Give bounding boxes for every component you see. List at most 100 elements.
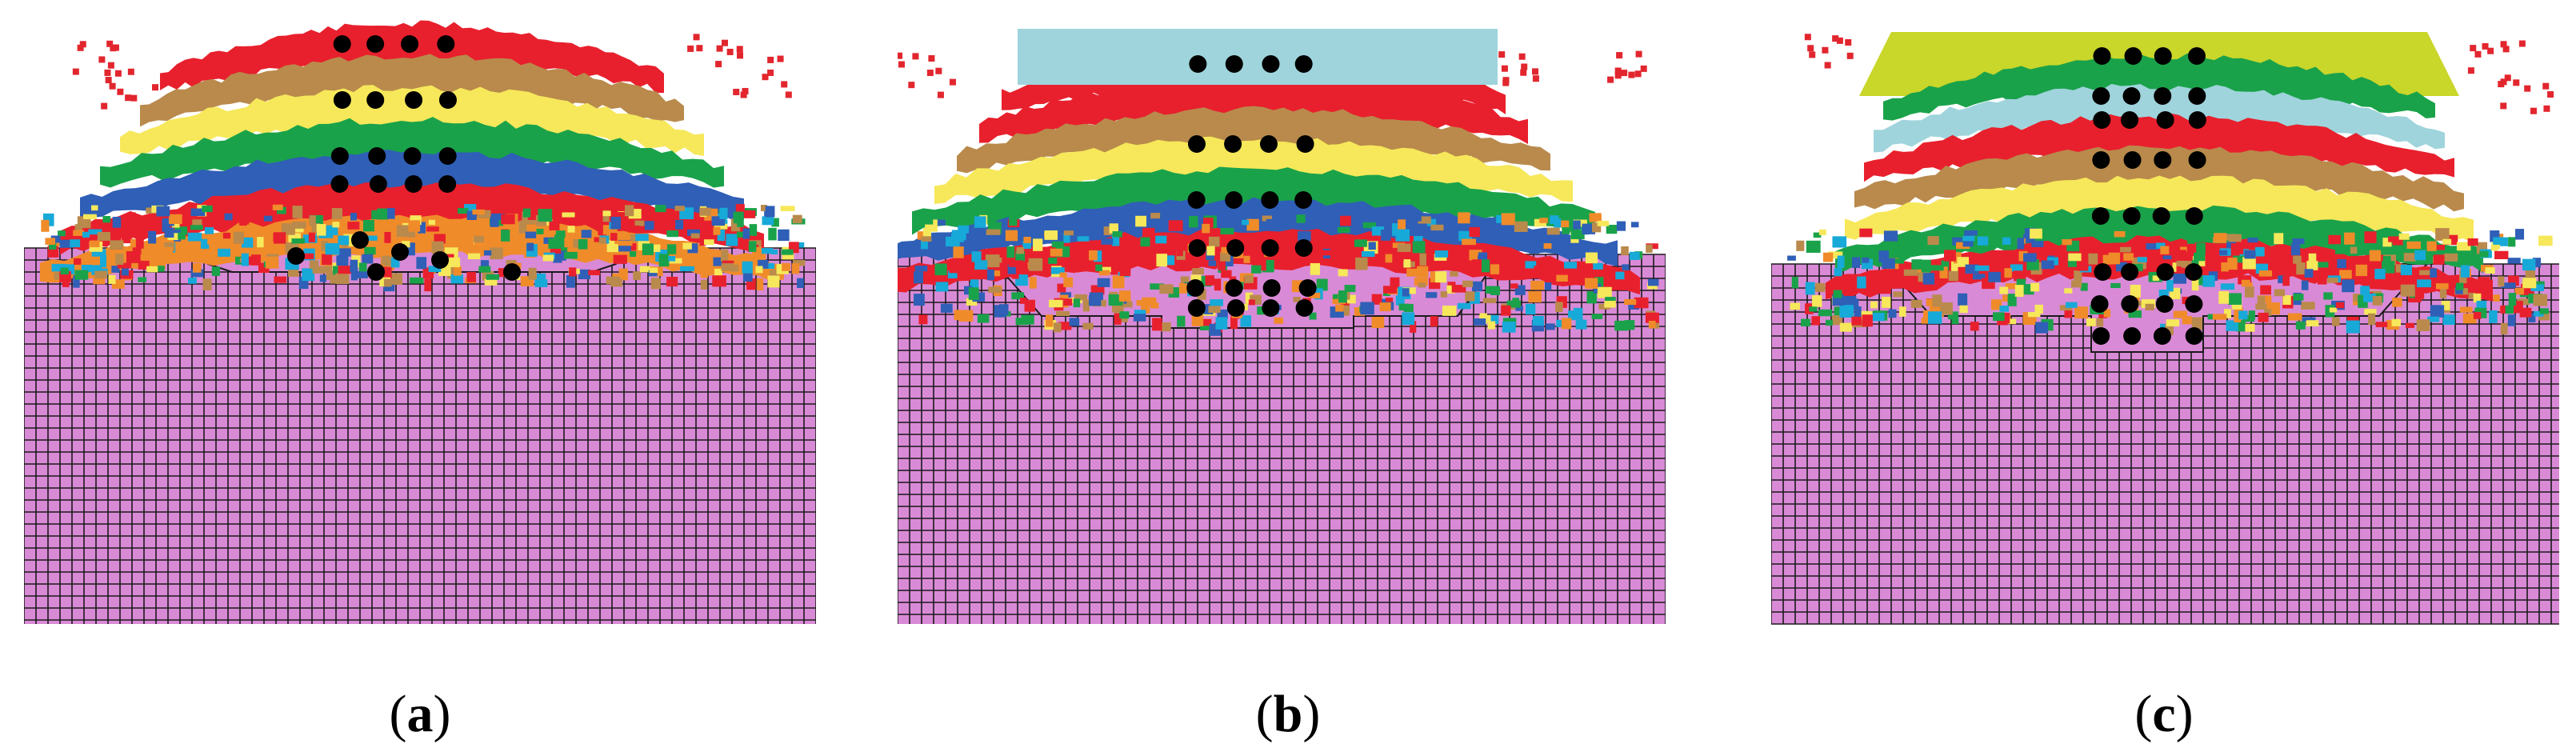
debris-fragment: [2522, 278, 2536, 288]
debris-fragment: [73, 230, 84, 236]
debris-fragment: [1834, 290, 1842, 298]
tracer-particle: [330, 175, 348, 193]
splash-particle: [778, 56, 784, 62]
debris-fragment: [2376, 322, 2387, 327]
debris-fragment: [113, 217, 122, 228]
debris-fragment: [1098, 278, 1110, 287]
splash-particle: [2542, 83, 2549, 90]
debris-fragment: [2339, 270, 2352, 278]
debris-fragment: [1949, 271, 1958, 281]
debris-fragment: [336, 255, 348, 266]
debris-fragment: [1214, 278, 1221, 290]
tracer-particle: [2186, 207, 2203, 225]
debris-fragment: [2364, 231, 2376, 243]
debris-fragment: [704, 239, 714, 245]
debris-fragment: [1048, 258, 1057, 264]
tracer-particle: [2153, 207, 2170, 225]
debris-fragment: [1402, 288, 1410, 296]
debris-fragment: [2247, 238, 2258, 242]
debris-fragment: [602, 211, 610, 217]
debris-fragment: [1823, 253, 1833, 262]
debris-fragment: [1033, 238, 1042, 251]
debris-fragment: [1266, 219, 1275, 226]
tracer-particle: [1294, 191, 1312, 209]
debris-fragment: [1335, 305, 1344, 312]
debris-fragment: [2035, 305, 2043, 314]
debris-fragment: [2477, 301, 2487, 308]
debris-fragment: [1556, 275, 1568, 282]
debris-fragment: [635, 234, 649, 241]
debris-fragment: [2306, 261, 2318, 270]
tracer-particle: [2157, 111, 2174, 129]
debris-fragment: [2538, 236, 2553, 246]
debris-fragment: [712, 275, 726, 286]
splash-particle: [2524, 86, 2530, 92]
splash-particle: [687, 46, 694, 52]
debris-fragment: [478, 266, 490, 273]
debris-fragment: [721, 250, 728, 262]
debris-fragment: [1462, 239, 1476, 246]
debris-fragment: [1904, 270, 1918, 276]
debris-fragment: [1135, 216, 1146, 227]
debris-fragment: [1049, 300, 1062, 308]
debris-fragment: [2166, 319, 2179, 326]
debris-fragment: [1852, 257, 1860, 268]
debris-fragment: [2227, 258, 2237, 270]
debris-fragment: [703, 227, 713, 234]
debris-fragment: [564, 236, 573, 247]
debris-fragment: [1622, 264, 1629, 270]
debris-fragment: [2274, 289, 2285, 296]
debris-fragment: [1060, 273, 1067, 278]
debris-fragment: [1338, 290, 1347, 302]
debris-fragment: [2174, 311, 2187, 318]
debris-fragment: [1617, 222, 1626, 231]
debris-fragment: [2328, 235, 2341, 244]
debris-fragment: [1630, 252, 1640, 260]
debris-fragment: [472, 210, 485, 214]
debris-fragment: [978, 314, 990, 323]
debris-fragment: [1555, 302, 1563, 312]
debris-fragment: [416, 257, 426, 269]
debris-fragment: [1404, 259, 1411, 267]
debris-fragment: [1809, 306, 1817, 311]
debris-fragment: [1792, 277, 1798, 288]
debris-fragment: [1547, 228, 1560, 235]
splash-particle: [106, 77, 112, 83]
debris-fragment: [2508, 314, 2515, 326]
debris-fragment: [1539, 218, 1548, 223]
debris-fragment: [163, 247, 173, 258]
debris-fragment: [74, 258, 81, 265]
tracer-particle: [401, 35, 418, 53]
debris-fragment: [1458, 212, 1470, 223]
debris-fragment: [2346, 321, 2360, 334]
debris-fragment: [1970, 322, 1979, 330]
tracer-particle: [2154, 327, 2171, 345]
debris-fragment: [2427, 242, 2437, 251]
debris-fragment: [1604, 301, 1616, 307]
debris-fragment: [1474, 318, 1486, 326]
debris-fragment: [1911, 300, 1922, 308]
debris-fragment: [782, 263, 790, 271]
debris-fragment: [310, 215, 316, 226]
debris-fragment: [1150, 213, 1160, 218]
debris-fragment: [974, 216, 986, 227]
debris-fragment: [974, 260, 987, 270]
debris-fragment: [1544, 243, 1552, 249]
splash-particle: [696, 45, 702, 51]
debris-fragment: [2391, 319, 2400, 326]
splash-particle: [742, 88, 748, 94]
debris-fragment: [548, 238, 560, 249]
debris-fragment: [2478, 277, 2490, 286]
debris-fragment: [2316, 262, 2328, 267]
debris-fragment: [1018, 262, 1027, 268]
debris-fragment: [1975, 266, 1990, 271]
debris-fragment: [1251, 266, 1261, 274]
splash-particle: [938, 92, 944, 98]
debris-fragment: [2508, 237, 2515, 246]
debris-fragment: [2373, 296, 2382, 306]
debris-fragment: [2146, 304, 2154, 310]
debris-fragment: [1925, 284, 1934, 289]
debris-fragment: [2166, 280, 2174, 292]
debris-fragment: [1634, 298, 1649, 309]
debris-fragment: [1546, 323, 1555, 330]
